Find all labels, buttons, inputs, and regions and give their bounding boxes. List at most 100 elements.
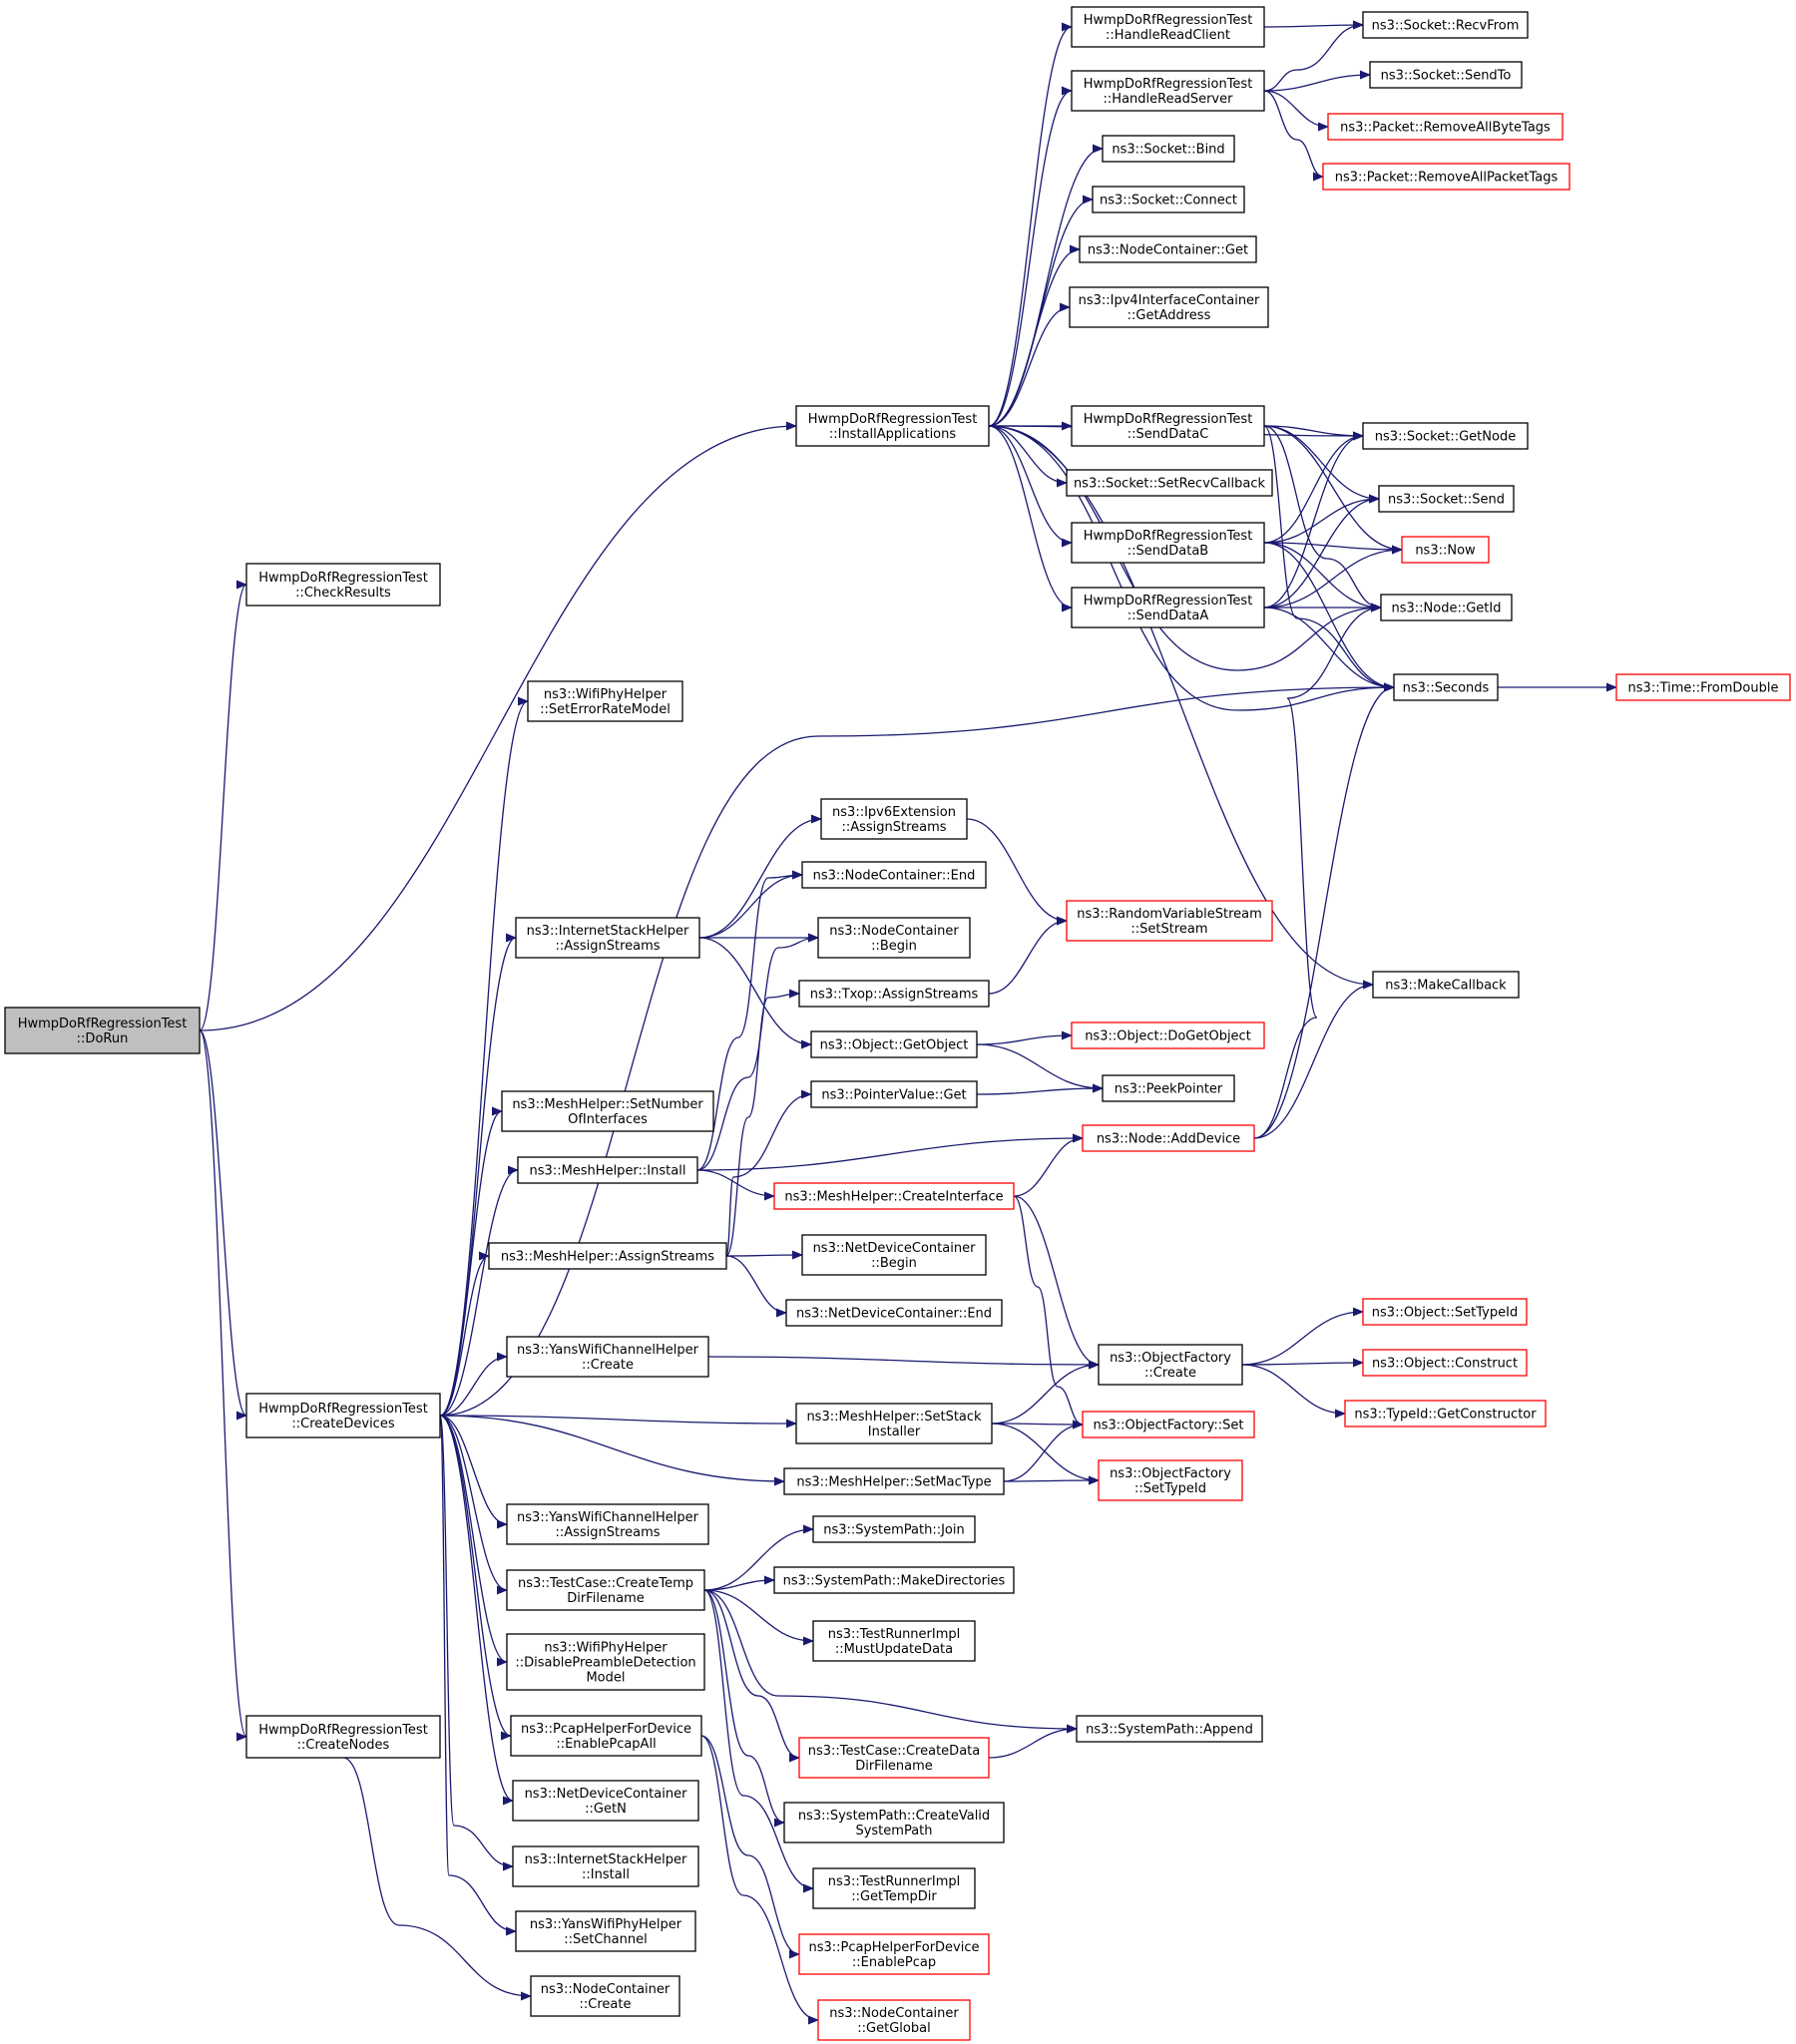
node-createnodes[interactable]: HwmpDoRfRegressionTest::CreateNodes [245, 1715, 441, 1759]
node-seconds[interactable]: ns3::Seconds [1393, 673, 1499, 701]
node-socketbind[interactable]: ns3::Socket::Bind [1102, 135, 1235, 163]
node-box [1369, 61, 1523, 89]
node-fromdouble[interactable]: ns3::Time::FromDouble [1615, 673, 1791, 701]
node-senddatac[interactable]: HwmpDoRfRegressionTest::SendDataC [1071, 405, 1265, 447]
node-txopassignstreams[interactable]: ns3::Txop::AssignStreams [798, 980, 990, 1008]
node-socketgetnode[interactable]: ns3::Socket::GetNode [1362, 422, 1529, 450]
node-ipv4getaddress[interactable]: ns3::Ipv4InterfaceContainer::GetAddress [1069, 286, 1269, 328]
node-sendto[interactable]: ns3::Socket::SendTo [1369, 61, 1523, 89]
node-disablepreamble[interactable]: ns3::WifiPhyHelper::DisablePreambleDetec… [506, 1633, 705, 1691]
node-removeallpackettags[interactable]: ns3::Packet::RemoveAllPacketTags [1322, 163, 1571, 191]
node-netdevbegin[interactable]: ns3::NetDeviceContainer::Begin [801, 1234, 987, 1276]
node-yanschannelcreate[interactable]: ns3::YansWifiChannelHelper::Create [506, 1336, 709, 1378]
node-box [1362, 11, 1529, 39]
node-nodecontainerend[interactable]: ns3::NodeContainer::End [801, 861, 987, 889]
node-label-line: ::AssignStreams [555, 1525, 660, 1540]
node-netdevend[interactable]: ns3::NetDeviceContainer::End [785, 1299, 1003, 1327]
node-wifiseterrorratemodel[interactable]: ns3::WifiPhyHelper::SetErrorRateModel [527, 680, 683, 722]
call-edge-dorun-to-createnodes [199, 1029, 247, 1742]
node-now[interactable]: ns3::Now [1401, 536, 1490, 564]
node-objectgetobject[interactable]: ns3::Object::GetObject [810, 1030, 978, 1058]
node-nodegetid[interactable]: ns3::Node::GetId [1380, 594, 1513, 621]
node-handlereadserver[interactable]: HwmpDoRfRegressionTest::HandleReadServer [1071, 70, 1265, 112]
node-label-line: ns3::NetDeviceContainer [525, 1787, 688, 1802]
node-box [810, 1030, 978, 1058]
node-box [801, 1234, 987, 1276]
node-label-line: DirFilename [855, 1759, 933, 1774]
node-nodeadddevice[interactable]: ns3::Node::AddDevice [1082, 1124, 1255, 1152]
node-objectsettypeid[interactable]: ns3::Object::SetTypeId [1362, 1298, 1528, 1326]
call-edge-createtempdirfilename-to-createdatadirfilename [703, 1589, 800, 1763]
node-makecallback[interactable]: ns3::MakeCallback [1372, 971, 1520, 999]
node-netdevgetn[interactable]: ns3::NetDeviceContainer::GetN [512, 1780, 699, 1822]
node-rvssetstream[interactable]: ns3::RandomVariableStream::SetStream [1066, 900, 1273, 942]
node-box [820, 798, 968, 840]
node-yanschannelassignstreams[interactable]: ns3::YansWifiChannelHelper::AssignStream… [506, 1503, 709, 1545]
node-label-line: ns3::Object::SetTypeId [1372, 1306, 1518, 1321]
node-systempathmakedirectories[interactable]: ns3::SystemPath::MakeDirectories [773, 1566, 1015, 1594]
node-systempathjoin[interactable]: ns3::SystemPath::Join [812, 1515, 976, 1543]
node-box [1071, 6, 1265, 48]
call-edge-dorun-to-checkresults [199, 580, 247, 1031]
node-handlereadclient[interactable]: HwmpDoRfRegressionTest::HandleReadClient [1071, 6, 1265, 48]
node-systempathappend[interactable]: ns3::SystemPath::Append [1076, 1715, 1263, 1743]
node-pointervalueget[interactable]: ns3::PointerValue::Get [810, 1080, 978, 1108]
node-enablepcap[interactable]: ns3::PcapHelperForDevice::EnablePcap [798, 1933, 990, 1975]
node-meshcreateinterface[interactable]: ns3::MeshHelper::CreateInterface [773, 1182, 1015, 1210]
node-label-line: ns3::WifiPhyHelper [544, 687, 668, 702]
node-createdevices[interactable]: HwmpDoRfRegressionTest::CreateDevices [245, 1393, 441, 1438]
node-label-line: ::AssignStreams [555, 939, 660, 954]
call-edge-createdevices-to-internetassignstreams [439, 933, 517, 1417]
node-box [1071, 587, 1265, 628]
node-setrecvcallback[interactable]: ns3::Socket::SetRecvCallback [1066, 469, 1273, 497]
node-ipv6assignstreams[interactable]: ns3::Ipv6Extension::AssignStreams [820, 798, 968, 840]
call-edge-enablepcapall-to-enablepcap [700, 1735, 800, 1959]
call-edge-createdevices-to-createtempdirfilename [439, 1415, 508, 1595]
node-label-line: ::SetErrorRateModel [540, 702, 671, 717]
node-label-line: ns3::NetDeviceContainer::End [796, 1307, 992, 1322]
node-meshinstall[interactable]: ns3::MeshHelper::Install [517, 1156, 698, 1184]
node-objectdogetobject[interactable]: ns3::Object::DoGetObject [1071, 1022, 1265, 1049]
node-box [812, 1867, 976, 1909]
node-objectfactoryset[interactable]: ns3::ObjectFactory::Set [1082, 1411, 1255, 1438]
node-label-line: ns3::InternetStackHelper [525, 1852, 687, 1867]
node-typeidgetconstructor[interactable]: ns3::TypeId::GetConstructor [1344, 1400, 1547, 1428]
node-label-line: ns3::MakeCallback [1385, 979, 1507, 994]
node-senddatab[interactable]: HwmpDoRfRegressionTest::SendDataB [1071, 522, 1265, 564]
node-peekpointer[interactable]: ns3::PeekPointer [1102, 1074, 1235, 1102]
node-gettempdir[interactable]: ns3::TestRunnerImpl::GetTempDir [812, 1867, 976, 1909]
node-nodecontainergetglobal[interactable]: ns3::NodeContainer::GetGlobal [817, 1999, 971, 2041]
node-label-line: ::HandleReadServer [1104, 92, 1234, 107]
node-removeallbytetags[interactable]: ns3::Packet::RemoveAllByteTags [1327, 113, 1564, 141]
node-socketconnect[interactable]: ns3::Socket::Connect [1092, 186, 1245, 213]
node-enablepcapall[interactable]: ns3::PcapHelperForDevice::EnablePcapAll [510, 1715, 702, 1757]
node-objectfactorysettypeid[interactable]: ns3::ObjectFactory::SetTypeId [1098, 1459, 1243, 1501]
node-dorun[interactable]: HwmpDoRfRegressionTest::DoRun [4, 1007, 201, 1054]
node-internetassignstreams[interactable]: ns3::InternetStackHelper::AssignStreams [515, 917, 700, 959]
node-box [1076, 1715, 1263, 1743]
node-label-line: HwmpDoRfRegressionTest [1084, 77, 1253, 92]
node-nodecontainerbegin[interactable]: ns3::NodeContainer::Begin [817, 917, 971, 959]
call-edge-senddatac-to-socketsend [1263, 425, 1380, 504]
node-label-line: ::AssignStreams [841, 820, 946, 835]
node-socketsend[interactable]: ns3::Socket::Send [1378, 485, 1515, 513]
node-nodecontainerget[interactable]: ns3::NodeContainer::Get [1079, 235, 1257, 263]
node-nodecontainercreate[interactable]: ns3::NodeContainer::Create [530, 1975, 680, 2017]
node-yansphysetchannel[interactable]: ns3::YansWifiPhyHelper::SetChannel [515, 1910, 696, 1952]
node-objectfactorycreate[interactable]: ns3::ObjectFactory::Create [1098, 1344, 1243, 1386]
node-senddataa[interactable]: HwmpDoRfRegressionTest::SendDataA [1071, 587, 1265, 628]
node-recvfrom[interactable]: ns3::Socket::RecvFrom [1362, 11, 1529, 39]
node-meshsetmactype[interactable]: ns3::MeshHelper::SetMacType [783, 1467, 1005, 1495]
node-internetinstall[interactable]: ns3::InternetStackHelper::Install [512, 1845, 699, 1887]
node-installapps[interactable]: HwmpDoRfRegressionTest::InstallApplicati… [795, 405, 990, 447]
node-meshassignstreams[interactable]: ns3::MeshHelper::AssignStreams [488, 1242, 727, 1270]
node-mustupdatedata[interactable]: ns3::TestRunnerImpl::MustUpdateData [812, 1620, 976, 1662]
node-objectconstruct[interactable]: ns3::Object::Construct [1362, 1349, 1528, 1377]
node-checkresults[interactable]: HwmpDoRfRegressionTest::CheckResults [245, 563, 441, 607]
node-box [488, 1242, 727, 1270]
